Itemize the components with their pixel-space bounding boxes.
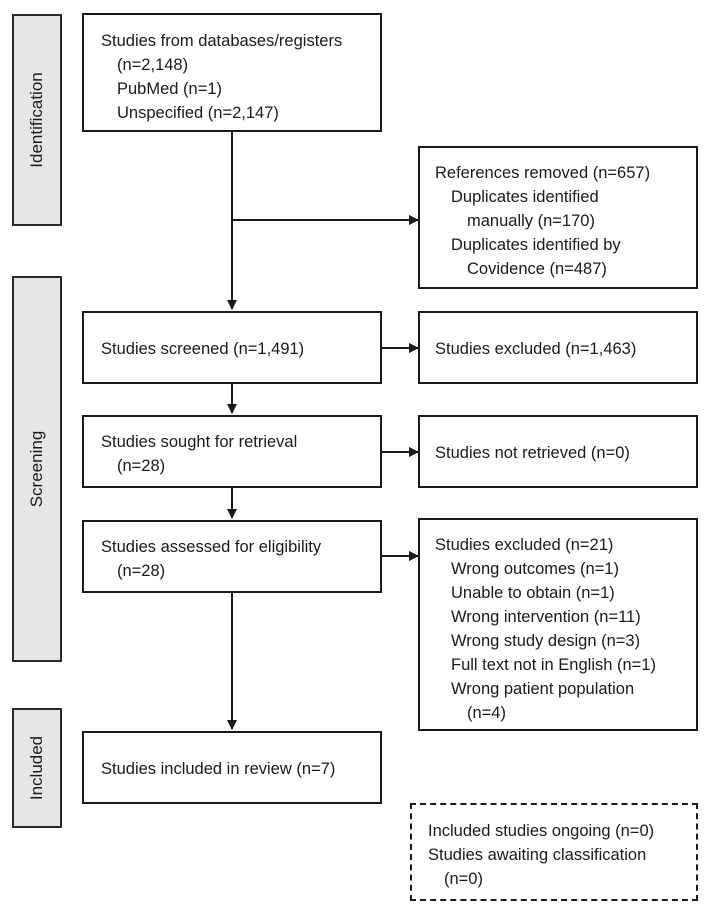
databases-item-unspecified: Unspecified (n=2,147) — [117, 104, 279, 122]
included-text: Studies included in review (n=7) — [101, 760, 336, 778]
box-sought-retrieval: Studies sought for retrieval (n=28) — [82, 415, 382, 488]
box-excluded-fulltext: Studies excluded (n=21) Wrong outcomes (… — [418, 518, 698, 731]
sought-line1: Studies sought for retrieval — [101, 433, 298, 451]
assessed-line2: (n=28) — [117, 562, 166, 580]
databases-title: Studies from databases/registers — [101, 32, 343, 50]
removed-title: References removed (n=657) — [435, 164, 651, 182]
reason-not-english: Full text not in English (n=1) — [451, 656, 656, 674]
assessed-line1: Studies assessed for eligibility — [101, 538, 322, 556]
ongoing-line1: Included studies ongoing (n=0) — [428, 822, 655, 840]
box-studies-screened: Studies screened (n=1,491) — [82, 311, 382, 384]
removed-manual-line1: Duplicates identified — [451, 188, 599, 206]
phase-screening: Screening — [12, 276, 62, 662]
databases-item-pubmed: PubMed (n=1) — [117, 80, 223, 98]
removed-manual-line2: manually (n=170) — [467, 212, 595, 230]
reason-wrong-population: Wrong patient population — [451, 680, 635, 698]
reason-wrong-intervention: Wrong intervention (n=11) — [451, 608, 641, 626]
removed-covidence-line2: Covidence (n=487) — [467, 260, 607, 278]
not-retrieved-text: Studies not retrieved (n=0) — [435, 444, 630, 462]
reason-unable-to-obtain: Unable to obtain (n=1) — [451, 584, 615, 602]
removed-covidence-line1: Duplicates identified by — [451, 236, 621, 254]
box-references-removed: References removed (n=657) Duplicates id… — [418, 146, 698, 289]
screened-text: Studies screened (n=1,491) — [101, 340, 305, 358]
box-not-retrieved: Studies not retrieved (n=0) — [418, 415, 698, 488]
ongoing-line2: Studies awaiting classification — [428, 846, 647, 864]
excluded-fulltext-title: Studies excluded (n=21) — [435, 536, 614, 554]
sought-line2: (n=28) — [117, 457, 166, 475]
ongoing-line3: (n=0) — [444, 870, 483, 888]
reason-wrong-study-design: Wrong study design (n=3) — [451, 632, 641, 650]
box-studies-included: Studies included in review (n=7) — [82, 731, 382, 804]
box-excluded-screening: Studies excluded (n=1,463) — [418, 311, 698, 384]
box-databases: Studies from databases/registers (n=2,14… — [82, 13, 382, 132]
box-assessed-eligibility: Studies assessed for eligibility (n=28) — [82, 520, 382, 593]
reason-wrong-outcomes: Wrong outcomes (n=1) — [451, 560, 619, 578]
excluded-screening-text: Studies excluded (n=1,463) — [435, 340, 637, 358]
phase-included: Included — [12, 708, 62, 828]
phase-identification: Identification — [12, 14, 62, 226]
box-ongoing-awaiting: Included studies ongoing (n=0) Studies a… — [410, 803, 698, 901]
reason-wrong-population-count: (n=4) — [467, 704, 506, 722]
databases-count: (n=2,148) — [117, 56, 189, 74]
